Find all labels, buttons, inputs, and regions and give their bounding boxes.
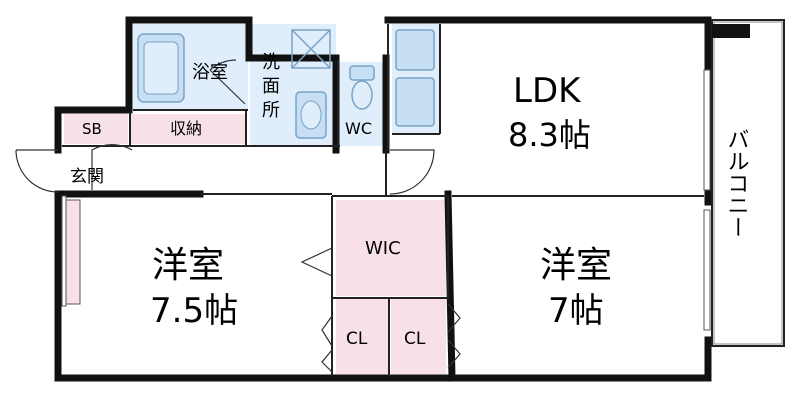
washing-machine-space [291, 29, 331, 69]
interior-lines [62, 24, 704, 376]
cl-right-floor [391, 298, 446, 374]
storage-label: 収納 [170, 119, 202, 138]
wic-door-mark [300, 247, 333, 277]
cl-right-door-mark [447, 303, 461, 369]
sb-label: SB [82, 120, 102, 138]
cl-left-label: CL [346, 329, 368, 349]
wash-basin [295, 91, 327, 139]
west-room-size-label: 7.5帖 [150, 291, 238, 331]
pink-area-fills [63, 114, 446, 374]
wic-label: WIC [365, 238, 401, 259]
toilet [349, 65, 375, 110]
cl-left-floor [336, 298, 388, 374]
bathtub [137, 33, 185, 103]
sb-floor [64, 114, 128, 144]
windows [61, 69, 711, 331]
cl-right-label: CL [404, 329, 426, 349]
cl-left-door-mark [321, 315, 333, 373]
bath-door [209, 59, 246, 105]
balcony [711, 19, 785, 347]
entrance-door [15, 149, 59, 193]
bath-label: 浴室 [192, 62, 228, 83]
ldk-door [389, 149, 435, 195]
ldk-size-label: 8.3帖 [508, 116, 591, 154]
washroom-label-2: 面 [262, 76, 280, 97]
doors [15, 59, 461, 373]
balcony-label: バルコニー [724, 128, 749, 238]
washroom-label-1: 洗 [262, 52, 280, 73]
east-room-name-label: 洋室 [540, 245, 612, 286]
washroom-label-3: 所 [262, 100, 280, 121]
west-room-name-label: 洋室 [152, 245, 224, 286]
kitchen-counter [395, 29, 435, 127]
hall-door [91, 144, 133, 190]
east-room-size-label: 7帖 [548, 291, 604, 331]
ldk-name-label: LDK [513, 71, 582, 111]
entrance-label: 玄関 [70, 167, 104, 187]
storage-floor [131, 114, 245, 144]
wic-floor [336, 200, 446, 296]
wc-label: WC [345, 119, 372, 138]
